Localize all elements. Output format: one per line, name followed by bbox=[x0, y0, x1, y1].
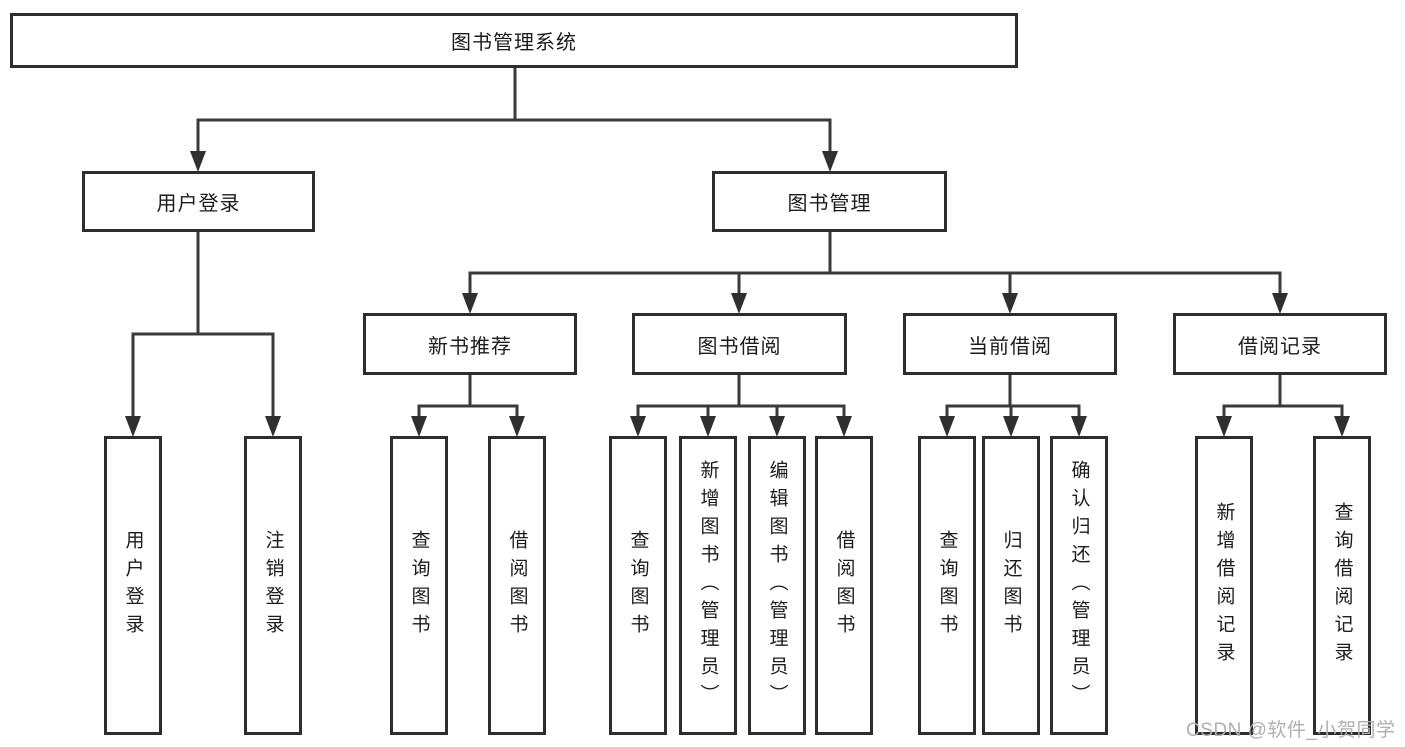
leaf-confirm-return-admin: 确认归还（管理员） bbox=[1050, 436, 1108, 735]
leaf-logout: 注销登录 bbox=[244, 436, 302, 735]
edge-root-to-level2 bbox=[190, 68, 838, 172]
edge-borrow-records-to-leaves bbox=[1216, 375, 1350, 437]
leaf-return-books: 归还图书 bbox=[982, 436, 1040, 735]
node-borrowing-records: 借阅记录 bbox=[1173, 313, 1387, 375]
leaf-add-book-admin: 新增图书（管理员） bbox=[679, 436, 737, 735]
leaf-user-login: 用户登录 bbox=[104, 436, 162, 735]
node-book-borrowing: 图书借阅 bbox=[632, 313, 847, 375]
leaf-add-borrowing-record: 新增借阅记录 bbox=[1195, 436, 1253, 735]
leaf-borrow-books-recommend: 借阅图书 bbox=[488, 436, 546, 735]
leaf-query-books-recommend: 查询图书 bbox=[390, 436, 448, 735]
edge-current-borrow-to-leaves bbox=[939, 375, 1087, 437]
node-user-login: 用户登录 bbox=[82, 171, 315, 232]
edge-new-book-to-leaves bbox=[411, 375, 525, 437]
node-library-management-system: 图书管理系统 bbox=[10, 13, 1018, 68]
edge-user-login-to-leaves bbox=[125, 232, 281, 437]
leaf-query-books-current: 查询图书 bbox=[918, 436, 976, 735]
leaf-borrow-books-borrowing: 借阅图书 bbox=[815, 436, 873, 735]
edge-book-mgmt-to-level3 bbox=[462, 232, 1288, 314]
node-book-management: 图书管理 bbox=[712, 171, 947, 232]
leaf-edit-book-admin: 编辑图书（管理员） bbox=[748, 436, 806, 735]
leaf-query-books-borrowing: 查询图书 bbox=[609, 436, 667, 735]
node-current-borrowing: 当前借阅 bbox=[903, 313, 1117, 375]
edge-book-borrow-to-leaves bbox=[630, 375, 852, 437]
leaf-query-borrowing-record: 查询借阅记录 bbox=[1313, 436, 1371, 735]
csdn-watermark: CSDN @软件_小贺同学 bbox=[1186, 720, 1396, 741]
node-new-book-recommendation: 新书推荐 bbox=[363, 313, 577, 375]
